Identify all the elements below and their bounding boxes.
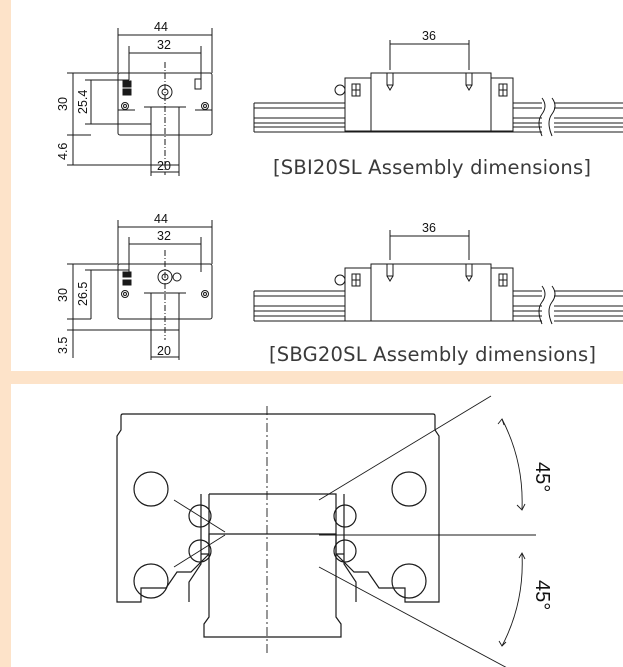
sbi-caption: [SBI20SL Assembly dimensions]: [273, 156, 592, 179]
sbi-rail-width-label: 20: [157, 159, 171, 173]
sbg-center-height-label: 26.5: [76, 282, 90, 306]
sbi-front-view: [117, 62, 213, 175]
mounting-holes: [133, 471, 427, 599]
assembly-dimension-drawings: 44 32 30 25.4 4.6 20 36 44 32 30 26.5 3.…: [56, 20, 623, 360]
contact-angle-lower-label: 45°: [531, 580, 553, 610]
sbg-caption: [SBG20SL Assembly dimensions]: [269, 343, 597, 366]
sbg-dimension-lines: [67, 220, 213, 360]
contact-angle-drawing: 45° 45°: [116, 395, 553, 667]
contact-angle-lines: [173, 395, 536, 667]
sbg-side-view: [253, 230, 623, 325]
sbi-dimension-lines: [67, 28, 213, 176]
sbi-bottom-gap-label: 4.6: [56, 143, 70, 160]
sbg-hole-span-label: 32: [157, 229, 171, 243]
sbg-side-hole-span-label: 36: [422, 221, 436, 235]
contact-angle-panel: 45° 45°: [11, 384, 623, 667]
sbg-overall-width-label: 44: [154, 212, 168, 226]
sbg-height-label: 30: [56, 288, 70, 302]
sbi-center-height-label: 25.4: [76, 90, 90, 114]
sbi-hole-span-label: 32: [157, 38, 171, 52]
sbi-side-view: [253, 40, 623, 137]
ball-rows: [188, 504, 357, 563]
sbi-height-label: 30: [56, 97, 70, 111]
sbi-overall-width-label: 44: [154, 20, 168, 34]
assembly-dimensions-panel: 44 32 30 25.4 4.6 20 36 44 32 30 26.5 3.…: [11, 0, 623, 371]
block-cross-section: [116, 413, 440, 638]
sbg-rail-width-label: 20: [157, 344, 171, 358]
sbi-side-hole-span-label: 36: [422, 29, 436, 43]
sbg-bottom-gap-label: 3.5: [56, 337, 70, 354]
sbg-front-view: [117, 250, 213, 340]
contact-angle-upper-label: 45°: [531, 462, 553, 492]
